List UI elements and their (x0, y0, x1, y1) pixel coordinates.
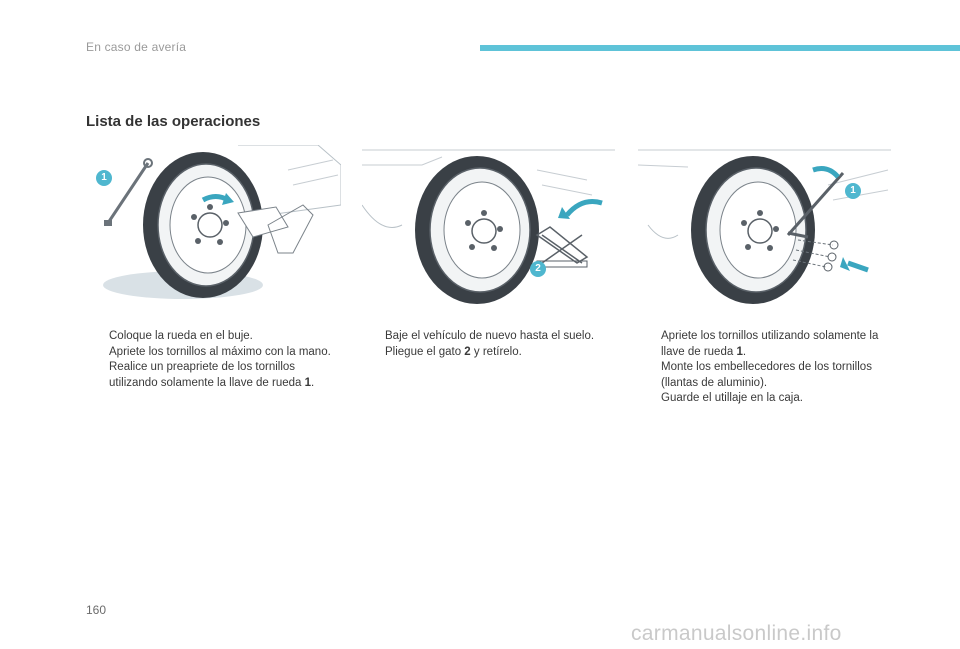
illustration-lowering-jack (362, 145, 615, 310)
section-title: En caso de avería (86, 40, 187, 54)
column-3: Apriete los tornillos utilizando solamen… (638, 329, 888, 407)
column-2: Baje el vehículo de nuevo hasta el suelo… (362, 329, 612, 360)
page-heading: Lista de las operaciones (86, 113, 261, 130)
list-item: Guarde el utillaje en la caja. (661, 392, 803, 405)
list-item: Apriete los tornillos al máximo con la m… (109, 345, 331, 358)
list-item: Coloque la rueda en el buje. (109, 330, 253, 342)
callout-2: 2 (530, 261, 546, 277)
list-item: Monte los embellecedores de los tornillo… (661, 361, 872, 389)
header-bar (480, 45, 960, 51)
callout-1: 1 (96, 170, 112, 186)
list-item: Pliegue el gato 2 y retírelo. (385, 345, 522, 358)
watermark: carmanualsonline.info (631, 622, 842, 645)
list-item: Apriete los tornillos utilizando solamen… (661, 330, 879, 358)
column-1: Coloque la rueda en el buje. Apriete los… (86, 329, 336, 391)
list-item: Baje el vehículo de nuevo hasta el suelo… (385, 330, 595, 342)
page-number: 160 (86, 603, 107, 617)
illustration-final-tightening (638, 145, 891, 310)
callout-1-right: 1 (845, 183, 861, 199)
illustration-hand-tightening (88, 145, 341, 310)
list-item: Realice un preapriete de los tornillos u… (109, 361, 315, 389)
